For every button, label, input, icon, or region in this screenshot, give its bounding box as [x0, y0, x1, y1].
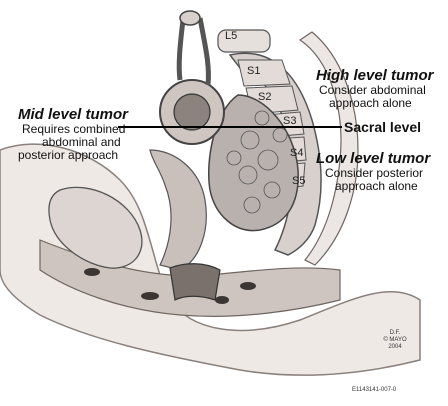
vessel-top: [179, 10, 201, 26]
label-s2: S2: [258, 91, 272, 103]
label-l5: L5: [225, 30, 238, 42]
low-level-line2: approach alone: [335, 179, 418, 193]
colon-lumen: [173, 93, 211, 131]
uterus: [149, 149, 207, 271]
anal-canal: [169, 263, 221, 301]
label-s4: S4: [290, 147, 304, 159]
seal-line3: 2004: [388, 344, 402, 350]
high-level-title: High level tumor: [316, 67, 434, 84]
sacral-level-label: Sacral level: [344, 119, 422, 135]
tumor-texture: [226, 110, 288, 214]
seal-line2: © MAYO: [383, 336, 407, 343]
bladder: [48, 186, 143, 269]
mid-level-title: Mid level tumor: [18, 106, 129, 123]
vessel-left: [176, 19, 186, 81]
signature-seal: D.F. © MAYO 2004: [383, 330, 407, 350]
vertebra-s1: [237, 59, 291, 87]
high-level-line1: Consider abdominal: [319, 83, 426, 97]
label-s3: S3: [283, 115, 297, 127]
low-level-line1: Consider posterior: [325, 166, 424, 180]
seal-line1: D.F.: [390, 330, 401, 336]
mid-level-line1: Requires combined: [22, 122, 126, 136]
vertebra-l5: [217, 29, 271, 53]
perineal-structures: [84, 268, 256, 304]
low-level-title: Low level tumor: [316, 150, 431, 167]
figure-code: E1143141-007-0: [352, 387, 397, 393]
high-level-line2: approach alone: [329, 96, 412, 110]
mid-level-line3: posterior approach: [18, 148, 119, 162]
vessel-right: [197, 17, 211, 86]
mid-level-line2: abdominal and: [42, 135, 121, 149]
label-s5: S5: [292, 175, 306, 187]
posterior-tissue: [298, 31, 359, 266]
label-s1: S1: [247, 65, 261, 77]
